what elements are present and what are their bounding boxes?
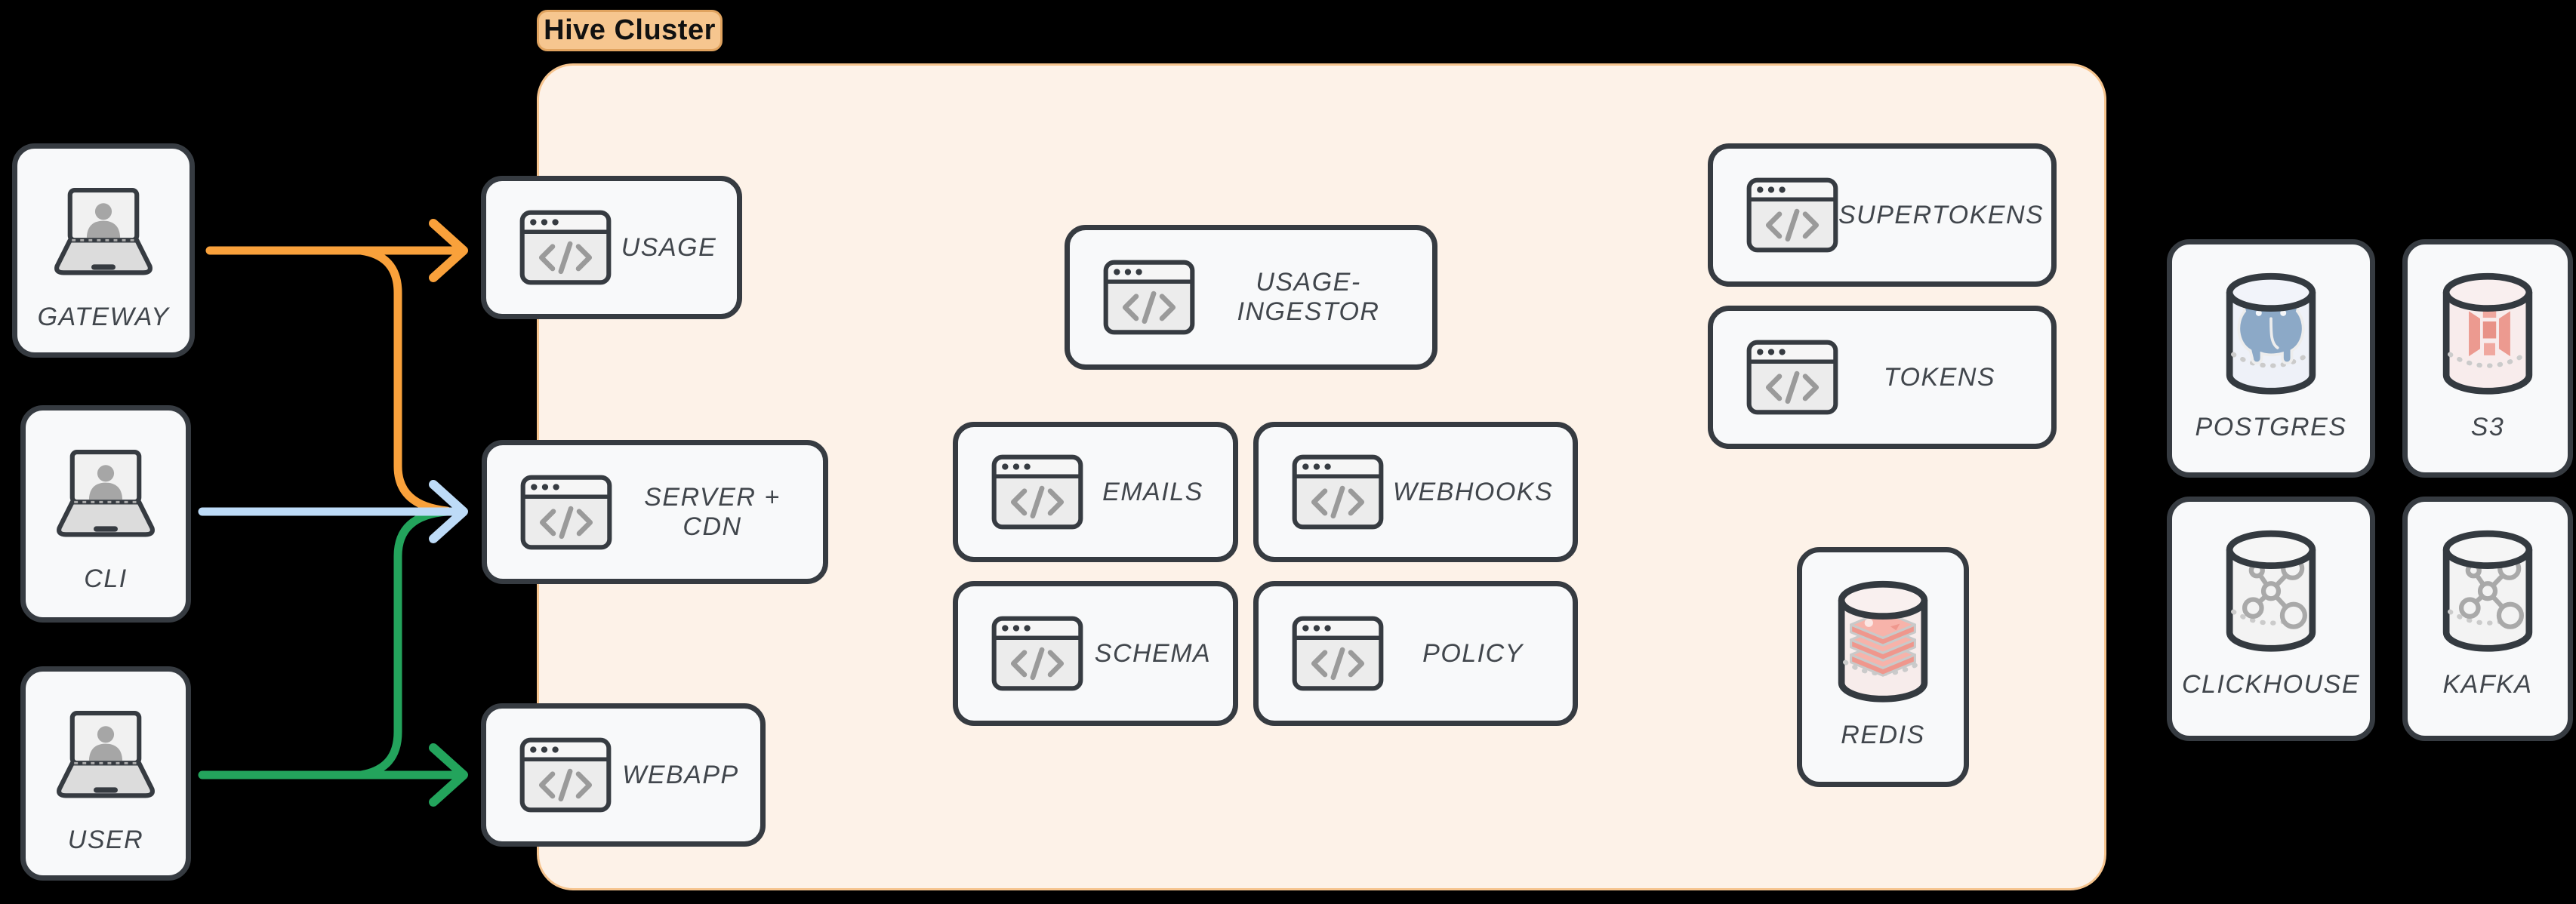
datastore-node-clickhouse: CLICKHOUSE bbox=[2167, 497, 2375, 741]
edge-cli-server-cdn bbox=[198, 480, 468, 543]
datastore-label: POSTGRES bbox=[2195, 413, 2347, 441]
client-node-cli: CLI bbox=[20, 405, 191, 623]
clickhouse-database-icon bbox=[2214, 521, 2328, 663]
datastore-node-postgres: POSTGRES bbox=[2167, 239, 2375, 478]
service-label: POLICY bbox=[1422, 638, 1524, 668]
client-label: CLI bbox=[84, 564, 128, 593]
client-label: USER bbox=[67, 826, 144, 854]
datastore-node-s3: S3 bbox=[2402, 239, 2573, 478]
edge-gateway-usage bbox=[205, 219, 468, 282]
s3-database-icon bbox=[2431, 264, 2544, 405]
service-node-supertokens: SUPERTOKENS bbox=[1708, 143, 2057, 287]
service-label: SERVER + CDN bbox=[644, 482, 781, 541]
datastore-label: S3 bbox=[2470, 413, 2505, 441]
service-node-tokens: TOKENS bbox=[1708, 306, 2057, 449]
edge-gateway-server-cdn bbox=[356, 246, 451, 515]
client-label: GATEWAY bbox=[37, 303, 170, 331]
laptop-user-icon bbox=[39, 186, 168, 283]
service-node-policy: POLICY bbox=[1253, 581, 1578, 726]
code-window-icon bbox=[1292, 454, 1384, 530]
service-label: EMAILS bbox=[1102, 477, 1203, 506]
service-label: SCHEMA bbox=[1094, 638, 1212, 668]
service-label: USAGE bbox=[621, 232, 717, 262]
service-label: USAGE-INGESTOR bbox=[1237, 268, 1380, 326]
service-node-emails: EMAILS bbox=[953, 422, 1238, 562]
cluster-label: Hive Cluster bbox=[537, 10, 723, 51]
datastore-label: CLICKHOUSE bbox=[2181, 670, 2361, 699]
service-node-webapp: WEBAPP bbox=[481, 703, 766, 847]
code-window-icon bbox=[1746, 340, 1838, 415]
code-window-icon bbox=[519, 737, 612, 813]
kafka-database-icon bbox=[2431, 521, 2544, 663]
service-label: TOKENS bbox=[1883, 362, 1996, 392]
service-label: SUPERTOKENS bbox=[1838, 200, 2044, 229]
service-node-usage-ingestor: USAGE-INGESTOR bbox=[1065, 225, 1437, 370]
code-window-icon bbox=[1292, 616, 1384, 691]
code-window-icon bbox=[519, 210, 612, 285]
edge-user-webapp bbox=[198, 743, 468, 807]
code-window-icon bbox=[520, 475, 612, 550]
postgres-database-icon bbox=[2214, 264, 2328, 405]
code-window-icon bbox=[991, 454, 1083, 530]
datastore-label: KAFKA bbox=[2442, 670, 2533, 699]
service-node-webhooks: WEBHOOKS bbox=[1253, 422, 1578, 562]
laptop-user-icon bbox=[41, 448, 171, 545]
redis-database-icon bbox=[1826, 572, 1940, 713]
datastore-node-kafka: KAFKA bbox=[2402, 497, 2573, 741]
service-node-server-cdn: SERVER + CDN bbox=[482, 440, 828, 584]
edge-user-server-cdn bbox=[356, 507, 451, 779]
cache-node-redis: REDIS bbox=[1797, 547, 1969, 787]
service-node-usage: USAGE bbox=[481, 176, 742, 319]
redis-label: REDIS bbox=[1841, 721, 1925, 749]
laptop-user-icon bbox=[41, 709, 171, 806]
code-window-icon bbox=[1103, 260, 1195, 335]
service-node-schema: SCHEMA bbox=[953, 581, 1238, 726]
service-label: WEBHOOKS bbox=[1392, 477, 1554, 506]
client-node-user: USER bbox=[20, 666, 191, 881]
service-label: WEBAPP bbox=[622, 760, 739, 789]
code-window-icon bbox=[1746, 177, 1838, 253]
code-window-icon bbox=[991, 616, 1083, 691]
client-node-gateway: GATEWAY bbox=[12, 143, 195, 358]
